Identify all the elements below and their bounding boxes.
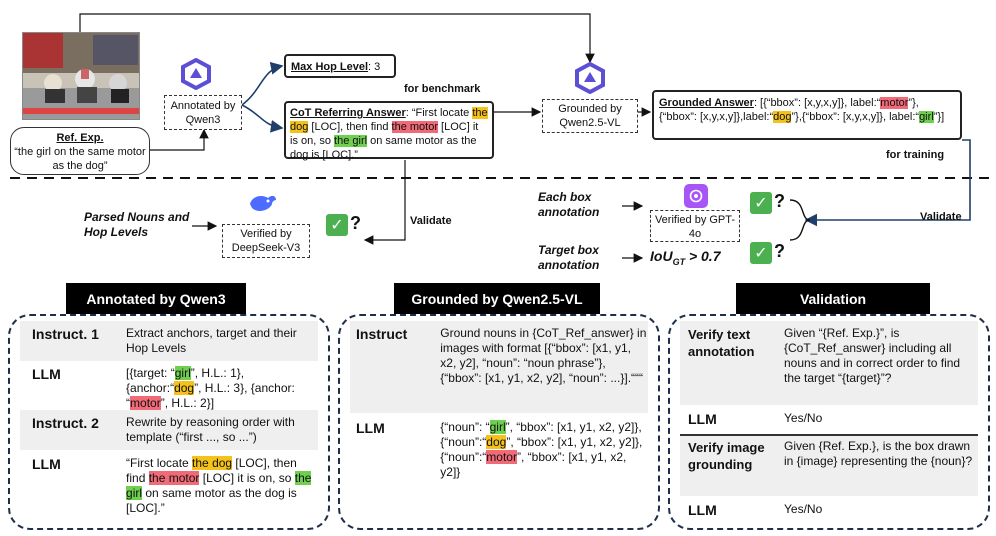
panel2-llm-text: {“noun”: “girl”, “bbox”: [x1, y1, x2, y2…	[440, 420, 643, 479]
p1-dog: dog	[174, 381, 195, 395]
panel2-row-llm: LLM {“noun”: “girl”, “bbox”: [x1, y1, x2…	[350, 416, 648, 524]
p2-motor: motor	[486, 450, 517, 464]
qmark-each-box: ?	[774, 191, 785, 211]
qwen-logo-icon	[180, 57, 212, 91]
deepseek-logo-icon	[248, 192, 278, 214]
panel3-row-llm2: LLM Yes/No	[680, 498, 978, 524]
grounded-answer-box: Grounded Answer: [{“bbox”: [x,y,x,y]}, l…	[652, 90, 962, 140]
panel1-llm2-label: LLM	[32, 456, 61, 472]
cot-motor: the motor	[391, 121, 438, 133]
gpt4o-verifier-node: Verified by GPT-4o	[650, 210, 740, 242]
panel3-llm1-text: Yes/No	[784, 411, 823, 425]
p2-dog: dog	[486, 435, 507, 449]
panel3-verify-text-label: Verify text annotation	[688, 327, 755, 359]
check-icon-target-box: ✓	[750, 242, 772, 264]
panel1-llm1-text: [{target: “girl”, H.L.: 1}, {anchor:“dog…	[126, 366, 295, 410]
panel3-llm1-label: LLM	[688, 411, 717, 427]
ref-exp-text: “the girl on the same motor as the dog”	[14, 146, 146, 172]
panel1-row-instruct1: Instruct. 1 Extract anchors, target and …	[20, 321, 318, 361]
panel3-title: Validation	[736, 283, 930, 315]
ga-text-1: : [{“bbox”: [x,y,x,y]}, label:“	[753, 97, 881, 109]
gpt4o-verifier-text: Verified by GPT-4o	[654, 214, 736, 240]
panel3-verify-text-text: Given “{Ref. Exp.}”, is {CoT_Ref_answer}…	[784, 326, 961, 385]
panel2-instruct-text: Ground nouns in {CoT_Ref_answer} in imag…	[440, 326, 647, 385]
panel3-row-verify-image: Verify image grounding Given {Ref. Exp.}…	[680, 434, 978, 496]
cot-text-4: on same motor as the dog is [LOC].”	[290, 135, 477, 161]
panel3-llm2-label: LLM	[688, 502, 717, 518]
cot-answer-box: CoT Referring Answer: “First locate the …	[284, 101, 494, 161]
cot-label: CoT Referring Answer	[290, 107, 406, 119]
cot-text-1: : “First locate	[405, 107, 473, 119]
gpt4o-logo-icon	[684, 184, 708, 208]
parsed-nouns-label: Parsed Nouns and Hop Levels	[84, 210, 190, 239]
panel1-instruct2-label: Instruct. 2	[32, 415, 99, 431]
cot-text-3: [LOC] it is on, so	[290, 121, 479, 147]
iou-cond: > 0.7	[685, 248, 721, 264]
max-hop-value: : 3	[368, 61, 381, 73]
panel1-row-instruct2: Instruct. 2 Rewrite by reasoning order w…	[20, 410, 318, 450]
panel3-row-llm1: LLM Yes/No	[680, 408, 978, 432]
p1-girl: girl	[174, 366, 191, 380]
cot-girl: the girl	[334, 135, 368, 147]
grounded-answer-label: Grounded Answer	[659, 97, 754, 109]
ref-exp-label: Ref. Exp.	[56, 132, 104, 144]
qwen25-logo-icon	[574, 61, 606, 95]
each-box-label: Each box annotation	[538, 190, 600, 219]
panel3-row-verify-text: Verify text annotation Given “{Ref. Exp.…	[680, 321, 978, 405]
ga-text-2: ”},{“bbox”: [x,y,x,y]},label:“	[659, 97, 919, 123]
annotated-by-qwen3-node: Annotated by Qwen3	[164, 95, 242, 130]
panel1-instruct1-label: Instruct. 1	[32, 326, 99, 342]
iou-condition: IoUGT > 0.7	[650, 248, 720, 271]
ga-text-3: ”},{“bbox”: [x,y,x,y]}, label:“	[791, 111, 920, 123]
validate-label-right: Validate	[920, 211, 962, 223]
ga-text-4: ”}]	[933, 111, 945, 123]
annotated-node-text: Annotated by Qwen3	[170, 100, 236, 126]
iou-sub: GT	[672, 256, 686, 267]
panel1-title: Annotated by Qwen3	[66, 283, 246, 315]
p1b-motor: the motor	[148, 471, 200, 485]
grounded-by-qwen25-node: Grounded by Qwen2.5-VL	[542, 99, 638, 133]
p1-motor: motor	[130, 396, 161, 410]
panel1-llm2-text: “First locate the dog [LOC], then find t…	[126, 456, 312, 515]
cot-text-2: [LOC], then find	[308, 121, 392, 133]
panel3-verify-image-text: Given {Ref. Exp.}, is the box drawn in {…	[784, 439, 973, 468]
panel1-llm1-label: LLM	[32, 366, 61, 382]
panel2-grounded: Instruct Ground nouns in {CoT_Ref_answer…	[338, 314, 660, 530]
p2-girl: girl	[489, 420, 506, 434]
ga-dog: dog	[773, 111, 792, 123]
panel3-llm2-text: Yes/No	[784, 502, 823, 516]
qmark-deepseek: ?	[350, 213, 361, 233]
panel2-llm-label: LLM	[356, 420, 385, 436]
deepseek-verifier-node: Verified by DeepSeek-V3	[222, 224, 310, 258]
check-icon-each-box: ✓	[750, 192, 772, 214]
qmark-target-box: ?	[774, 241, 785, 261]
ga-motor: motor	[880, 97, 909, 109]
panel2-title: Grounded by Qwen2.5-VL	[394, 283, 600, 315]
street-scene-image	[22, 32, 140, 120]
grounded-node-text: Grounded by Qwen2.5-VL	[558, 103, 622, 129]
panel2-instruct-label: Instruct	[356, 326, 408, 342]
ga-girl: girl	[919, 111, 934, 123]
panel1-row-llm2: LLM “First locate the dog [LOC], then fi…	[20, 454, 318, 526]
panel1-instruct1-text: Extract anchors, target and their Hop Le…	[126, 326, 297, 355]
validate-label-left: Validate	[410, 215, 452, 227]
panel1-annotated: Instruct. 1 Extract anchors, target and …	[8, 314, 330, 530]
panel3-verify-image-label: Verify image grounding	[688, 440, 765, 472]
for-benchmark-note: for benchmark	[404, 83, 481, 95]
for-training-note: for training	[886, 149, 945, 161]
panel1-row-llm1: LLM [{target: “girl”, H.L.: 1}, {anchor:…	[20, 362, 318, 410]
check-icon-deepseek: ✓	[326, 214, 348, 236]
deepseek-verifier-text: Verified by DeepSeek-V3	[231, 228, 301, 254]
panel1-instruct2-text: Rewrite by reasoning order with template…	[126, 415, 295, 444]
iou-text: IoU	[650, 248, 673, 264]
target-box-label: Target box annotation	[538, 243, 600, 272]
max-hop-label: Max Hop Level	[291, 61, 369, 73]
max-hop-box: Max Hop Level: 3	[284, 54, 396, 78]
panel3-validation: Verify text annotation Given “{Ref. Exp.…	[668, 314, 990, 530]
panel2-row-instruct: Instruct Ground nouns in {CoT_Ref_answer…	[350, 321, 648, 413]
ref-exp-box: Ref. Exp. “the girl on the same motor as…	[10, 127, 150, 175]
p1b-dog: the dog	[192, 456, 233, 470]
